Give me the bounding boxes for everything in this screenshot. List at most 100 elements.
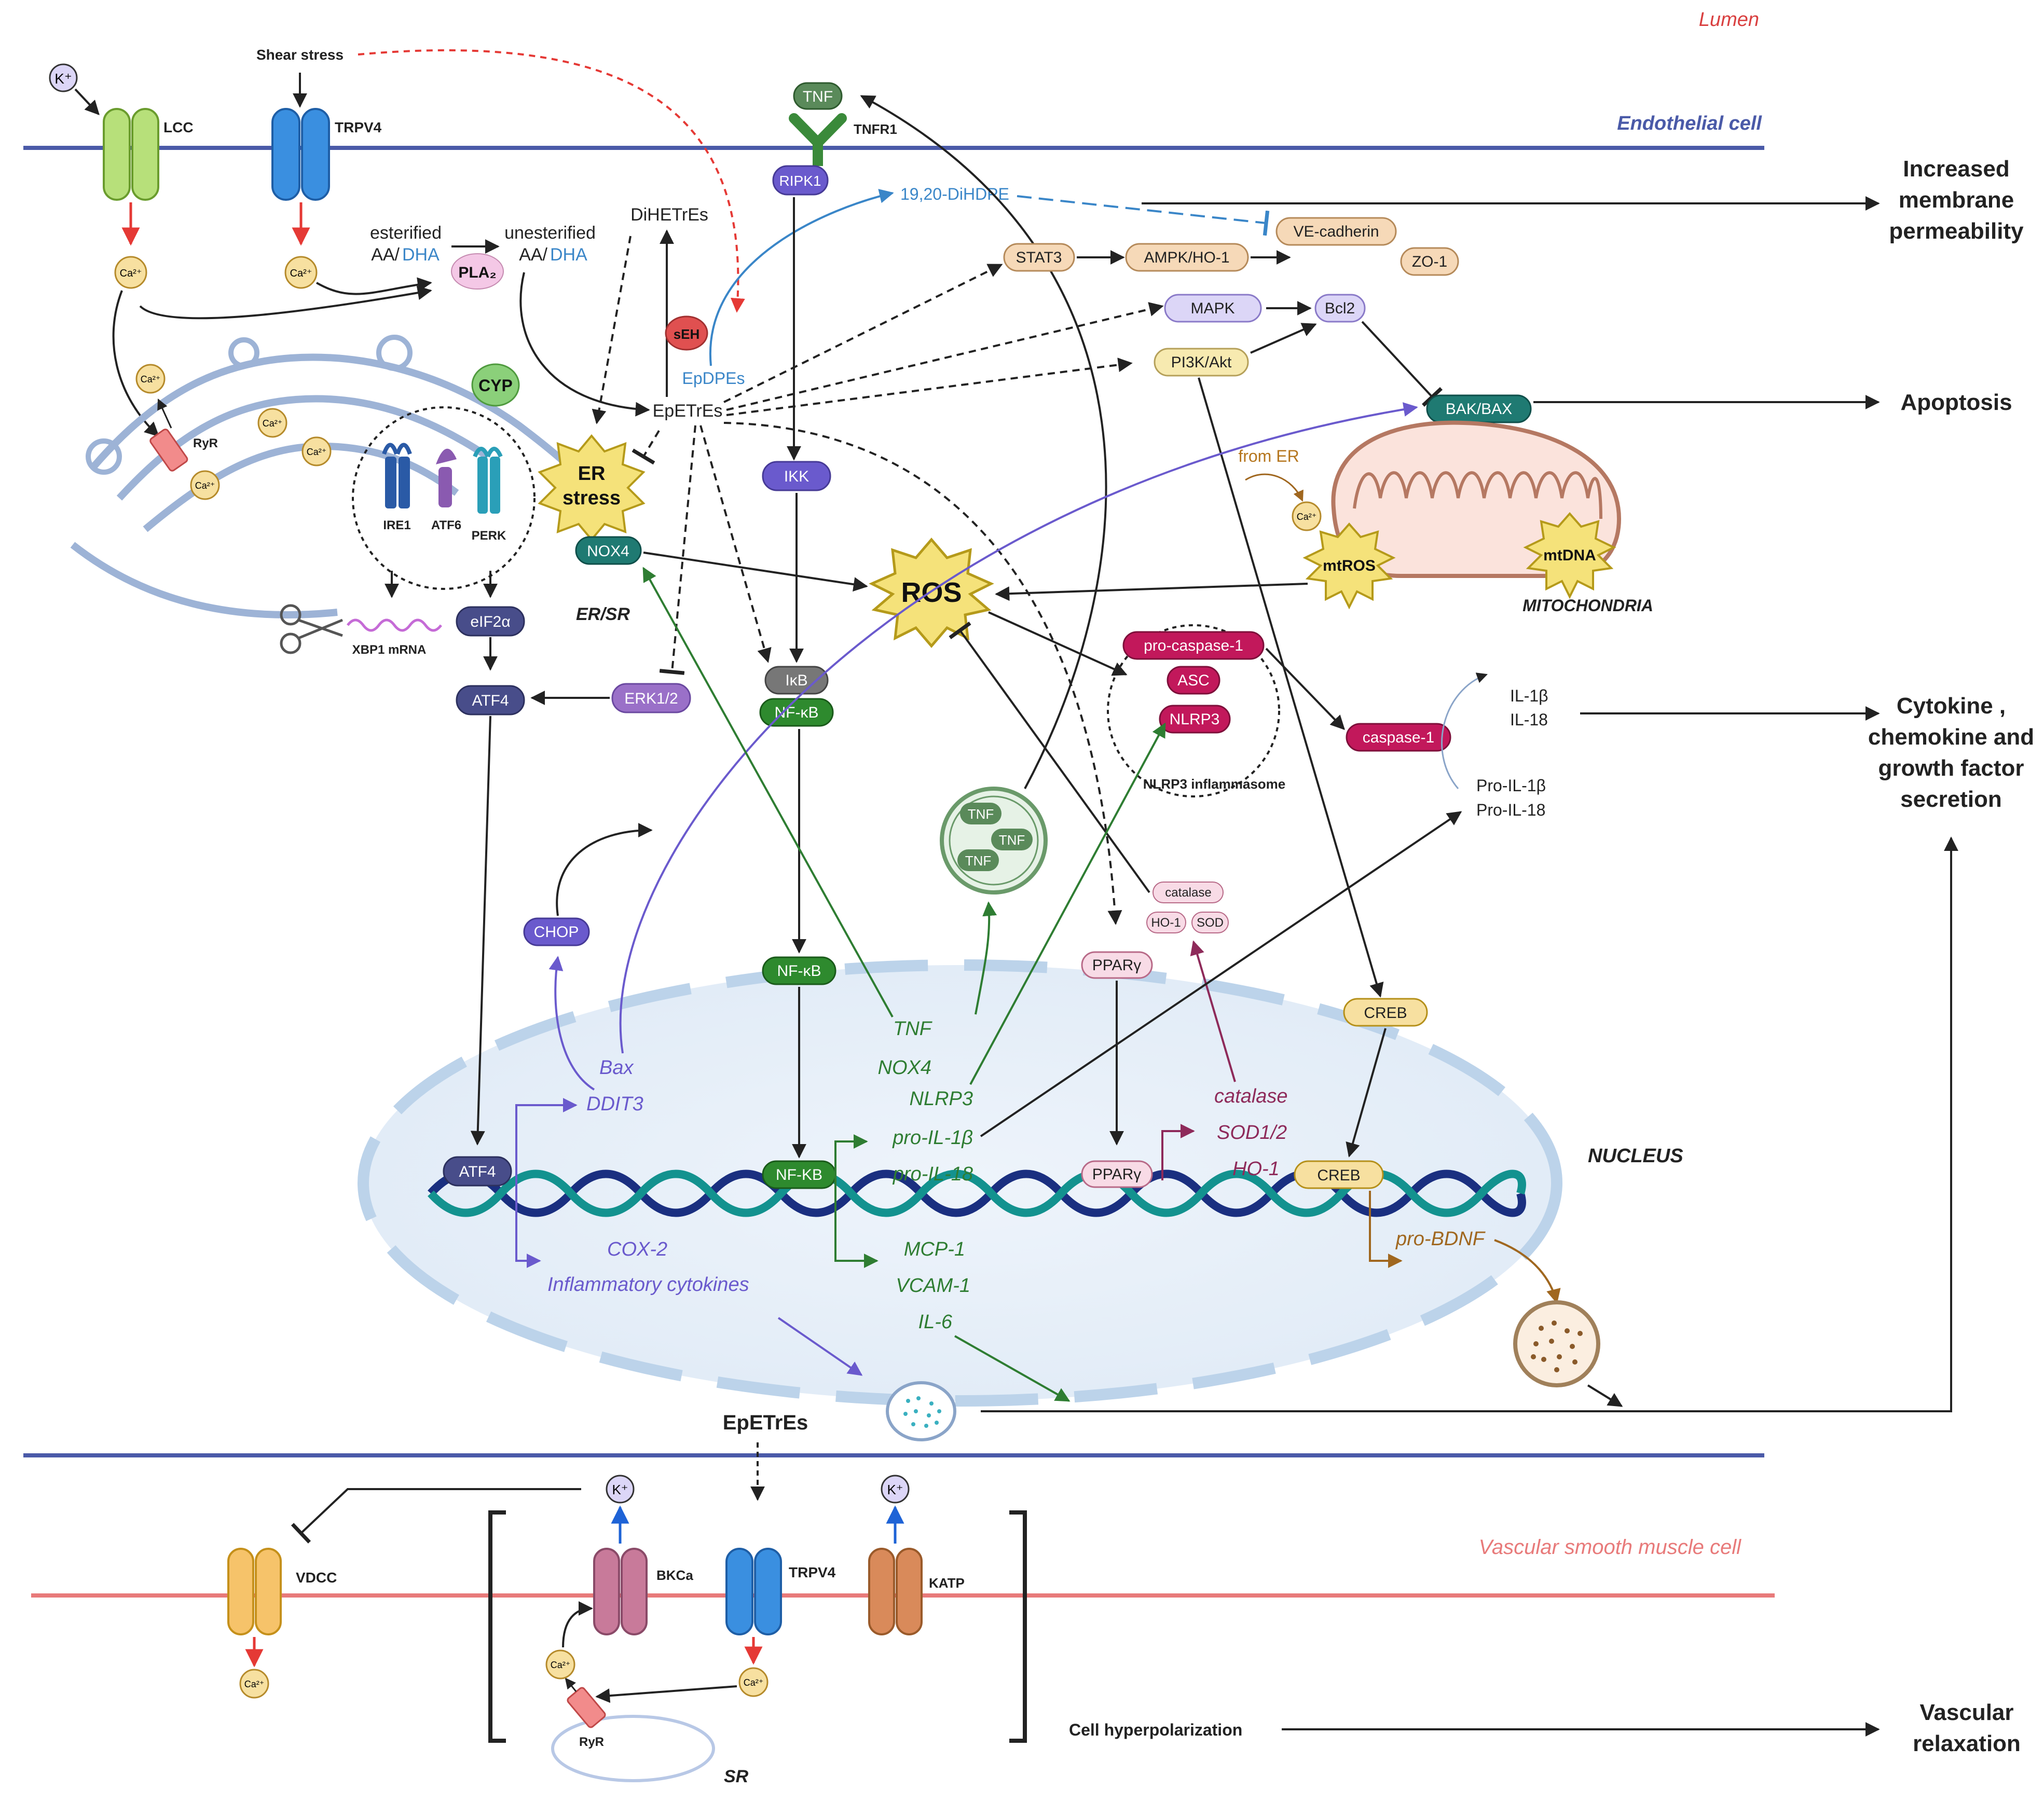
nox4-node: NOX4 bbox=[575, 536, 642, 565]
ca-ion-er-2: Ca²⁺ bbox=[301, 436, 332, 466]
gene-probdnf: pro-BDNF bbox=[1395, 1228, 1486, 1250]
ho1-node: HO-1 bbox=[1146, 912, 1186, 933]
ca-ion-sr: Ca²⁺ bbox=[545, 1649, 575, 1680]
outcome-permeability: Increased membrane permeability bbox=[1889, 156, 2024, 244]
nox4-to-ros-arrow bbox=[643, 552, 868, 592]
endothelial-cell-label: Endothelial cell bbox=[1617, 113, 1762, 134]
ryr-channel-sr bbox=[567, 1687, 606, 1728]
k-ion-katp: K⁺ bbox=[881, 1475, 910, 1504]
bdnf-vesicle bbox=[1513, 1300, 1600, 1387]
pi3k-to-creb-arrow bbox=[1198, 377, 1384, 998]
xbp1-mrna-icon bbox=[347, 618, 442, 632]
katp-label: KATP bbox=[929, 1575, 965, 1591]
ppar-dna-label: PPARγ bbox=[1092, 1166, 1141, 1183]
epetres-label: EpETrEs bbox=[653, 401, 723, 421]
unesterified-label: unesterified bbox=[504, 223, 596, 243]
proil1b-label: Pro-IL-1β bbox=[1476, 776, 1546, 795]
ca-ion-trpv4: Ca²⁺ bbox=[284, 256, 318, 289]
ho1-label: HO-1 bbox=[1151, 916, 1181, 930]
ca-ion-er-1-text: Ca²⁺ bbox=[263, 418, 283, 429]
ppar-gene-arrow bbox=[1161, 1124, 1195, 1180]
sr-compartment bbox=[551, 1715, 715, 1782]
ddit3-to-chop-arrow bbox=[548, 956, 595, 1091]
ire1-sensor bbox=[382, 443, 412, 508]
dihetres-to-er-stress-arrow bbox=[592, 236, 632, 424]
perk-label: PERK bbox=[472, 529, 506, 543]
vecadherin-label: VE-cadherin bbox=[1293, 223, 1379, 240]
outcome-cytokine-line4: secretion bbox=[1900, 787, 2002, 812]
trpv4-top-label: TRPV4 bbox=[335, 119, 382, 135]
erk-node: ERK1/2 bbox=[611, 683, 691, 713]
k-ion-bk-text: K⁺ bbox=[612, 1482, 628, 1497]
tnf-vesicle: TNF TNF TNF bbox=[940, 787, 1048, 894]
atf6-sensor bbox=[436, 448, 457, 507]
from-er-label: from ER bbox=[1238, 447, 1299, 465]
bkca-channel bbox=[593, 1548, 648, 1635]
nfkb-nuclear-label: NF-κB bbox=[777, 962, 821, 980]
outcome-cytokine-line2: chemokine and bbox=[1868, 724, 2034, 750]
ros-star: ROS bbox=[869, 538, 994, 648]
dihetres-label: DiHETrEs bbox=[630, 205, 708, 225]
nox4-label: NOX4 bbox=[587, 543, 629, 560]
ca-ion-trpv4-vsmc-text: Ca²⁺ bbox=[744, 1677, 764, 1688]
outcome-cytokine: Cytokine , chemokine and growth factor s… bbox=[1868, 693, 2034, 812]
cytokines-to-vesicle-arrow bbox=[777, 1317, 863, 1376]
chop-node: CHOP bbox=[523, 917, 590, 946]
ca-ion-er-1: Ca²⁺ bbox=[257, 408, 287, 438]
k-ion-top-text: K⁺ bbox=[54, 71, 72, 87]
procaspase-to-caspase-arrow bbox=[1265, 648, 1345, 731]
ryr-sr-label: RyR bbox=[579, 1735, 604, 1749]
cyp-enzyme: CYP bbox=[471, 363, 520, 407]
sr-label: SR bbox=[724, 1767, 749, 1786]
nfkb-gene-arrow-down bbox=[834, 1174, 879, 1268]
ca-ion-lcc-text: Ca²⁺ bbox=[120, 268, 142, 279]
creb-cyto-node: CREB bbox=[1343, 998, 1428, 1027]
asc-node: ASC bbox=[1167, 666, 1220, 695]
outcome-permeability-line2: membrane bbox=[1899, 187, 2014, 213]
atf6-label: ATF6 bbox=[431, 518, 461, 532]
gene-proil1b: pro-IL-1β bbox=[892, 1127, 973, 1149]
stat3-label: STAT3 bbox=[1016, 249, 1062, 266]
ca-to-bk-arrow bbox=[562, 1601, 593, 1648]
nfkb-nuclear-node: NF-κB bbox=[762, 956, 836, 985]
gene-ho1: HO-1 bbox=[1232, 1158, 1280, 1180]
gene-nox4: NOX4 bbox=[878, 1057, 931, 1079]
nfkb-cyto-label: NF-κB bbox=[775, 704, 819, 721]
seh-enzyme: sEH bbox=[665, 315, 708, 351]
pi3k-label: PI3K/Akt bbox=[1171, 354, 1232, 371]
bdnf-vesicle-arrow bbox=[1587, 1384, 1623, 1407]
gene-mcp1: MCP-1 bbox=[904, 1238, 965, 1260]
gene-il6: IL-6 bbox=[918, 1311, 953, 1333]
inflammasome-circle bbox=[1107, 624, 1280, 797]
tnf-release-arrow bbox=[860, 95, 1107, 789]
pla2-enzyme: PLA₂ bbox=[451, 253, 504, 290]
k-ion-top: K⁺ bbox=[49, 63, 78, 92]
tnf-gene-to-vesicle-arrow bbox=[975, 901, 997, 1015]
eif2a-label: eIF2α bbox=[470, 613, 510, 630]
er-stress-line1: ER bbox=[578, 463, 606, 485]
ikb-label: IκB bbox=[785, 672, 807, 689]
unesterified-dha-label: DHA bbox=[550, 245, 587, 265]
gene-proil18: pro-IL-18 bbox=[893, 1163, 973, 1185]
creb-gene-arrow bbox=[1369, 1191, 1403, 1268]
nlrp3-gene-to-protein-arrow bbox=[969, 722, 1166, 1085]
epetres-vsmc-label: EpETrEs bbox=[723, 1411, 808, 1434]
trpv4-channel-vsmc bbox=[725, 1548, 782, 1635]
mtdna-label: mtDNA bbox=[1543, 547, 1596, 564]
unesterified-to-epetres-arrow bbox=[519, 272, 650, 417]
mtros-star: mtROS bbox=[1302, 522, 1396, 610]
er-sr-label: ER/SR bbox=[576, 604, 630, 624]
atf4-to-nucleus-arrow bbox=[470, 715, 491, 1146]
eif2a-node: eIF2α bbox=[456, 606, 525, 637]
mtdna-star: mtDNA bbox=[1523, 512, 1616, 599]
scissors-icon bbox=[280, 604, 343, 654]
gene-inflam: Inflammatory cytokines bbox=[547, 1274, 749, 1296]
erk-label: ERK1/2 bbox=[624, 690, 678, 707]
ca-ion-ryr: Ca²⁺ bbox=[135, 364, 166, 394]
antioxidants-inhibit-ros bbox=[949, 622, 1150, 893]
nfkb-dna-node: NF-KB bbox=[762, 1160, 836, 1189]
gene-tnf: TNF bbox=[893, 1018, 932, 1040]
ppar-cyto-label: PPARγ bbox=[1092, 957, 1141, 974]
bcl2-inhibits-bakbax bbox=[1361, 321, 1443, 407]
ca-ion-trpv4-vsmc: Ca²⁺ bbox=[738, 1667, 769, 1697]
